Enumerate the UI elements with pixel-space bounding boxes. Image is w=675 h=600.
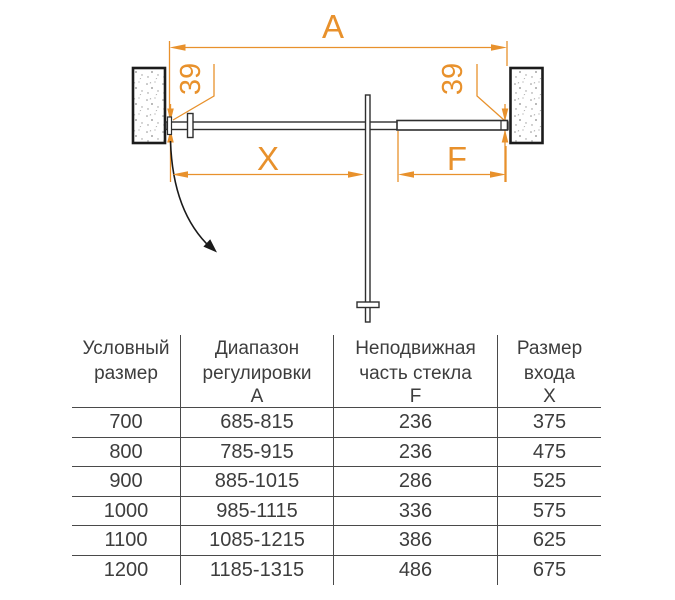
header-symbol: А [250, 386, 264, 407]
table-cell: 1200 [103, 558, 149, 581]
table-cell: 785-915 [180, 437, 333, 467]
wall-profile-left-label: 39 [175, 63, 207, 95]
table-cell: 1000 [103, 499, 149, 522]
dimension-x-label: X [257, 140, 279, 177]
table-row: 900 885-1015 286 525 [72, 467, 601, 497]
header-line: Диапазон [214, 338, 300, 359]
table-row: 1000 985-1115 336 575 [72, 496, 601, 527]
table-cell: 1100 [104, 529, 148, 552]
wall-left [131, 66, 167, 145]
dimension-f-line [397, 131, 507, 182]
header-line: Размер [516, 338, 583, 359]
installation-diagram: A 39 39 [131, 8, 544, 323]
wall-profile-right-leader [476, 64, 505, 121]
glass-panel [364, 94, 371, 323]
wall-bracket-left [166, 116, 173, 136]
wall-profile-right-arrows [501, 104, 509, 182]
table-cell: 475 [497, 437, 601, 467]
dimension-a-line [168, 41, 508, 118]
door-swing-arrow [169, 140, 217, 253]
glass-support-foot [356, 301, 380, 309]
header-line: Неподвижная [355, 338, 476, 359]
wall-right [509, 66, 544, 145]
table-row: 700 685-815 236 375 [72, 408, 601, 438]
header-cell-range-a: Диапазон регулировки А [180, 335, 333, 407]
header-line: часть стекла [359, 363, 472, 384]
table-cell: 625 [497, 526, 601, 555]
header-line: регулировки [202, 363, 312, 384]
header-line: размер [94, 363, 158, 384]
table-cell: 700 [109, 411, 143, 433]
header-line: Условный [82, 338, 170, 359]
table-cell: 336 [333, 496, 497, 526]
table-cell: 575 [497, 496, 601, 526]
dimension-f-label: F [447, 140, 467, 177]
door-hinge-bracket [186, 112, 194, 139]
table-cell: 675 [497, 555, 601, 585]
header-cell-fixed-f: Неподвижная часть стекла F [333, 335, 497, 407]
size-table: Условный размер Диапазон регулировки А Н… [72, 335, 601, 585]
header-symbol: F [409, 386, 422, 407]
header-cell-size: Условный размер [72, 335, 180, 407]
table-cell: 885-1015 [180, 467, 333, 496]
table-cell: 1185-1315 [180, 555, 333, 585]
table-cell: 800 [109, 440, 143, 463]
table-cell: 525 [497, 467, 601, 496]
table-cell: 1085-1215 [180, 526, 333, 555]
table-cell: 236 [333, 408, 497, 437]
dimension-a-label: A [322, 8, 344, 45]
dimension-x-line [172, 171, 364, 178]
table-row: 1100 1085-1215 386 625 [72, 526, 601, 556]
fixed-glass-rail [396, 119, 509, 131]
table-cell: 386 [333, 526, 497, 555]
table-cell: 486 [333, 555, 497, 585]
table-cell: 985-1115 [180, 496, 333, 526]
table-row: 1200 1185-1315 486 675 [72, 555, 601, 585]
wall-profile-right-label: 39 [437, 63, 469, 95]
table-cell: 375 [497, 408, 601, 437]
header-symbol: X [543, 386, 556, 407]
table-cell: 900 [109, 470, 143, 493]
table-cell: 236 [333, 437, 497, 467]
wall-profile-left-leader [172, 64, 215, 121]
table-cell: 286 [333, 467, 497, 496]
table-cell: 685-815 [180, 408, 333, 437]
header-cell-entry-x: Размер входа X [497, 335, 601, 407]
header-line: входа [523, 363, 576, 384]
table-header-row: Условный размер Диапазон регулировки А Н… [72, 335, 601, 408]
table-row: 800 785-915 236 475 [72, 437, 601, 468]
